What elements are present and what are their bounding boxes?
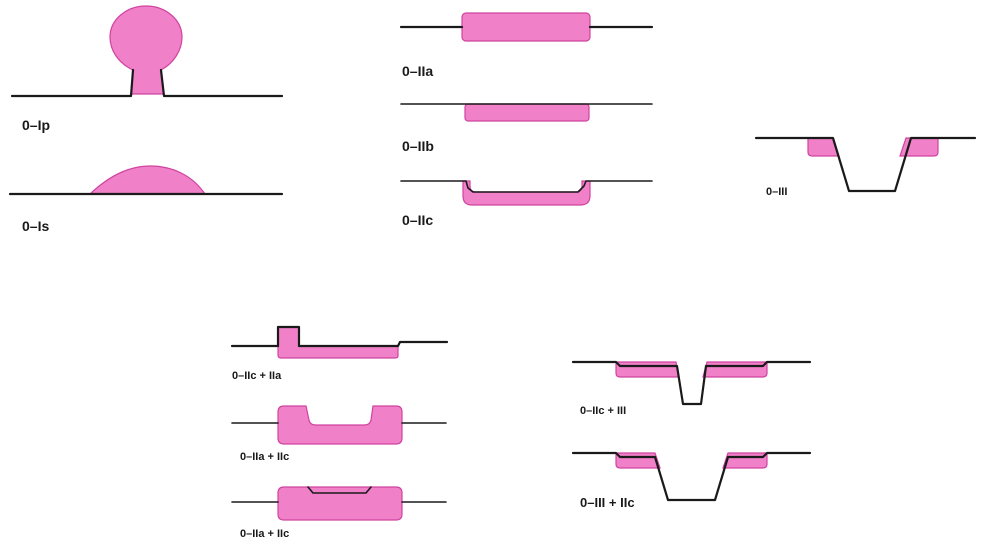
lesion-0-Is: [88, 165, 207, 195]
mucosa-line-0-IIc-IIa: [230, 325, 449, 348]
lesion-0-Ip: [109, 5, 183, 95]
diagram-0-IIa-IIc-2: [231, 486, 447, 521]
mucosa-line-0-Ip: [10, 68, 135, 98]
mucosa-line-0-IIc: [400, 180, 653, 193]
mucosa-line-0-III: [754, 136, 977, 193]
diagram-0-IIc-IIa: [230, 325, 449, 359]
diagram-0-Is: [8, 165, 284, 196]
mucosa-line-0-Ip-right: [159, 68, 284, 98]
lesion-0-IIc-IIa: [277, 326, 399, 359]
label-0-Is: 0–Is: [22, 218, 50, 234]
label-0-IIa-IIc-1: 0–IIa + IIc: [240, 451, 290, 463]
label-0-Ip: 0–Ip: [22, 117, 51, 133]
label-0-IIa-IIc-2: 0–IIa + IIc: [240, 528, 290, 540]
lesion-0-IIb: [464, 103, 590, 122]
diagram-0-IIc: [400, 180, 653, 206]
lesion-0-III-left: [807, 137, 840, 157]
diagram-0-IIb: [400, 103, 653, 122]
diagram-0-IIc-III: [571, 360, 812, 406]
diagram-0-Ip: [10, 5, 284, 98]
label-0-III-IIc: 0–III + IIc: [580, 495, 635, 510]
lesion-0-III-IIc-left: [615, 452, 661, 469]
mucosa-line-0-IIc-III: [571, 360, 812, 406]
diagram-0-III-IIc: [571, 451, 812, 502]
label-0-IIa: 0–IIa: [402, 63, 434, 79]
label-0-III: 0–III: [766, 186, 788, 198]
lesion-0-III-IIc-right: [722, 452, 768, 469]
label-0-IIc-III: 0–IIc + III: [580, 405, 627, 417]
diagram-0-IIa-IIc-1: [231, 405, 447, 445]
diagram-0-IIa: [399, 12, 654, 42]
lesion-0-IIa-IIc-1: [277, 405, 403, 445]
label-0-IIc-IIa: 0–IIc + IIa: [232, 370, 282, 382]
lesion-0-IIc: [462, 180, 591, 206]
diagram-0-III: [754, 136, 977, 193]
label-0-IIb: 0–IIb: [402, 138, 434, 154]
lesion-0-IIc-III-right: [702, 361, 768, 378]
lesion-0-IIc-III-left: [615, 361, 680, 378]
lesion-0-IIa-IIc-2-depression: [307, 486, 372, 494]
mucosa-line-0-III-IIc: [571, 451, 812, 502]
lesion-0-IIa-IIc-2: [277, 486, 403, 521]
label-0-IIc: 0–IIc: [402, 212, 434, 228]
lesion-0-IIa: [461, 12, 591, 42]
